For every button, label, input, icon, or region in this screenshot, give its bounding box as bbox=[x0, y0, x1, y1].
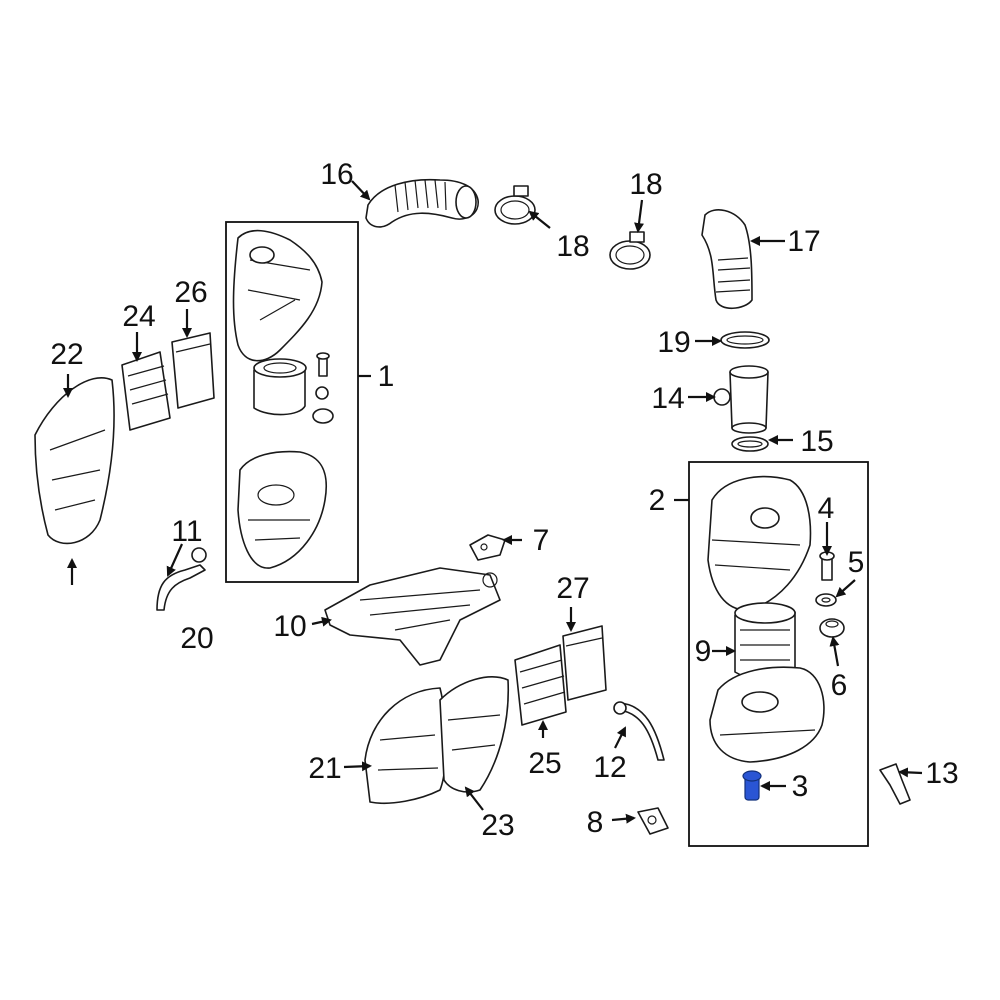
callout-13: 13 bbox=[925, 757, 958, 790]
callout-5: 5 bbox=[848, 546, 865, 579]
part-1-bolt[interactable] bbox=[312, 352, 334, 424]
callout-17: 17 bbox=[787, 225, 820, 258]
callout-labels: 16 18 18 17 19 14 15 1 2 4 5 6 9 3 7 8 1… bbox=[50, 158, 958, 842]
callout-22: 22 bbox=[50, 338, 83, 371]
callout-23: 23 bbox=[481, 809, 514, 842]
part-17-duct[interactable] bbox=[701, 209, 753, 310]
part-9-filter[interactable] bbox=[734, 602, 796, 681]
callout-15: 15 bbox=[800, 425, 833, 458]
part-2-upper-housing[interactable] bbox=[707, 475, 812, 611]
callout-11: 11 bbox=[171, 515, 202, 548]
callout-20: 20 bbox=[180, 622, 213, 655]
callout-21: 21 bbox=[308, 752, 341, 785]
callout-9: 9 bbox=[695, 635, 712, 668]
callout-27: 27 bbox=[556, 572, 589, 605]
part-22-shield[interactable] bbox=[34, 377, 115, 545]
part-24-filter-pad[interactable] bbox=[121, 351, 171, 431]
callout-12: 12 bbox=[593, 751, 626, 784]
part-23-shield[interactable] bbox=[439, 676, 510, 793]
group-box-2 bbox=[688, 461, 869, 847]
part-27-filter-pad[interactable] bbox=[562, 625, 607, 701]
part-8-bracket[interactable] bbox=[637, 807, 669, 835]
group-box-1 bbox=[225, 221, 359, 583]
callout-18-b: 18 bbox=[629, 168, 662, 201]
part-1-lower-housing[interactable] bbox=[237, 450, 327, 569]
part-2-lower-housing[interactable] bbox=[709, 666, 825, 763]
part-18-clamp-b[interactable] bbox=[609, 231, 651, 270]
part-14-air-flow-housing[interactable] bbox=[713, 365, 769, 434]
part-1-upper-housing[interactable] bbox=[232, 229, 323, 362]
callout-8: 8 bbox=[587, 806, 604, 839]
callout-7: 7 bbox=[533, 524, 550, 557]
callout-19: 19 bbox=[657, 326, 690, 359]
callout-26: 26 bbox=[174, 276, 207, 309]
part-25-filter-pad[interactable] bbox=[514, 644, 567, 726]
callout-14: 14 bbox=[651, 382, 684, 415]
part-3-drain-valve[interactable] bbox=[742, 770, 762, 801]
part-15-gasket[interactable] bbox=[731, 436, 769, 452]
callout-3: 3 bbox=[792, 770, 809, 803]
callout-16: 16 bbox=[320, 158, 353, 191]
part-11-hose[interactable] bbox=[156, 547, 207, 611]
part-7-bracket[interactable] bbox=[469, 534, 506, 561]
part-4-bolt[interactable] bbox=[819, 551, 835, 581]
callout-10: 10 bbox=[273, 610, 306, 643]
part-10-carrier[interactable] bbox=[324, 567, 501, 666]
leader-lines bbox=[63, 180, 923, 824]
part-21-shield[interactable] bbox=[364, 687, 447, 805]
part-13-connector[interactable] bbox=[879, 763, 911, 805]
callout-25: 25 bbox=[528, 747, 561, 780]
part-26-filter-pad[interactable] bbox=[171, 332, 215, 409]
part-12-hose[interactable] bbox=[613, 701, 665, 761]
callout-2: 2 bbox=[649, 484, 666, 517]
part-19-clamp[interactable] bbox=[720, 331, 770, 349]
callout-18-a: 18 bbox=[556, 230, 589, 263]
callout-1: 1 bbox=[378, 360, 395, 393]
callout-6: 6 bbox=[831, 669, 848, 702]
part-18-clamp-a[interactable] bbox=[494, 185, 536, 225]
part-16-intake-hose[interactable] bbox=[365, 178, 479, 228]
part-5-washer[interactable] bbox=[815, 593, 837, 607]
callout-4: 4 bbox=[818, 492, 835, 525]
callout-24: 24 bbox=[122, 300, 155, 333]
part-1-filter[interactable] bbox=[253, 358, 307, 416]
part-6-grommet[interactable] bbox=[819, 618, 845, 638]
